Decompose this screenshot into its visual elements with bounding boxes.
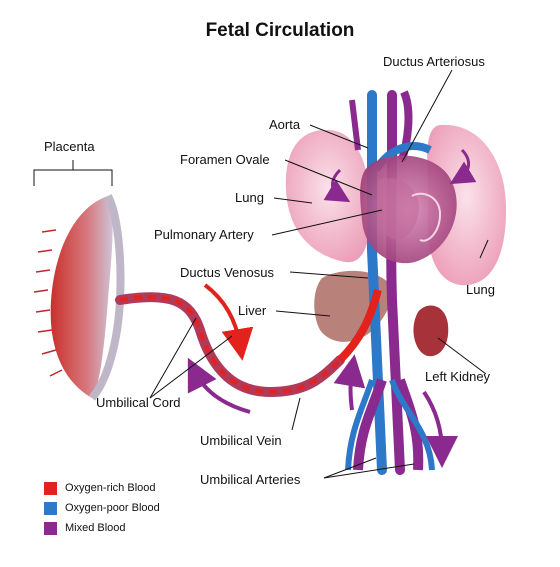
label-umbilical-cord: Umbilical Cord — [96, 395, 181, 410]
label-placenta: Placenta — [44, 139, 95, 154]
flow-arrow-mixed-return — [187, 357, 251, 414]
label-ductus-arteriosus: Ductus Arteriosus — [383, 54, 485, 69]
legend: Oxygen-rich Blood Oxygen-poor Blood Mixe… — [44, 478, 160, 538]
legend-swatch — [44, 481, 57, 495]
right-lung — [427, 124, 507, 286]
legend-label: Mixed Blood — [65, 522, 126, 534]
label-ductus-venosus: Ductus Venosus — [180, 265, 274, 280]
legend-item-oxygen-rich: Oxygen-rich Blood — [44, 478, 160, 498]
legend-item-mixed: Mixed Blood — [44, 518, 160, 538]
label-pulmonary-artery: Pulmonary Artery — [154, 227, 254, 242]
label-lung-right: Lung — [466, 282, 495, 297]
flow-arrow-mixed-up — [333, 354, 366, 411]
diagram-title: Fetal Circulation — [205, 20, 355, 41]
legend-item-oxygen-poor: Oxygen-poor Blood — [44, 498, 160, 518]
label-left-kidney: Left Kidney — [425, 369, 491, 384]
label-umbilical-arteries: Umbilical Arteries — [200, 472, 301, 487]
legend-swatch — [44, 521, 57, 535]
flow-arrow-mixed-down — [422, 390, 458, 468]
left-kidney-organ — [413, 305, 449, 357]
legend-label: Oxygen-rich Blood — [65, 482, 156, 494]
placenta-organ — [50, 196, 113, 398]
flow-arrow-oxygen-rich — [203, 283, 254, 361]
legend-label: Oxygen-poor Blood — [65, 502, 160, 514]
legend-swatch — [44, 501, 57, 515]
label-foramen-ovale: Foramen Ovale — [180, 152, 270, 167]
label-liver: Liver — [238, 303, 267, 318]
label-aorta: Aorta — [269, 117, 301, 132]
label-umbilical-vein: Umbilical Vein — [200, 433, 282, 448]
label-lung-left: Lung — [235, 190, 264, 205]
